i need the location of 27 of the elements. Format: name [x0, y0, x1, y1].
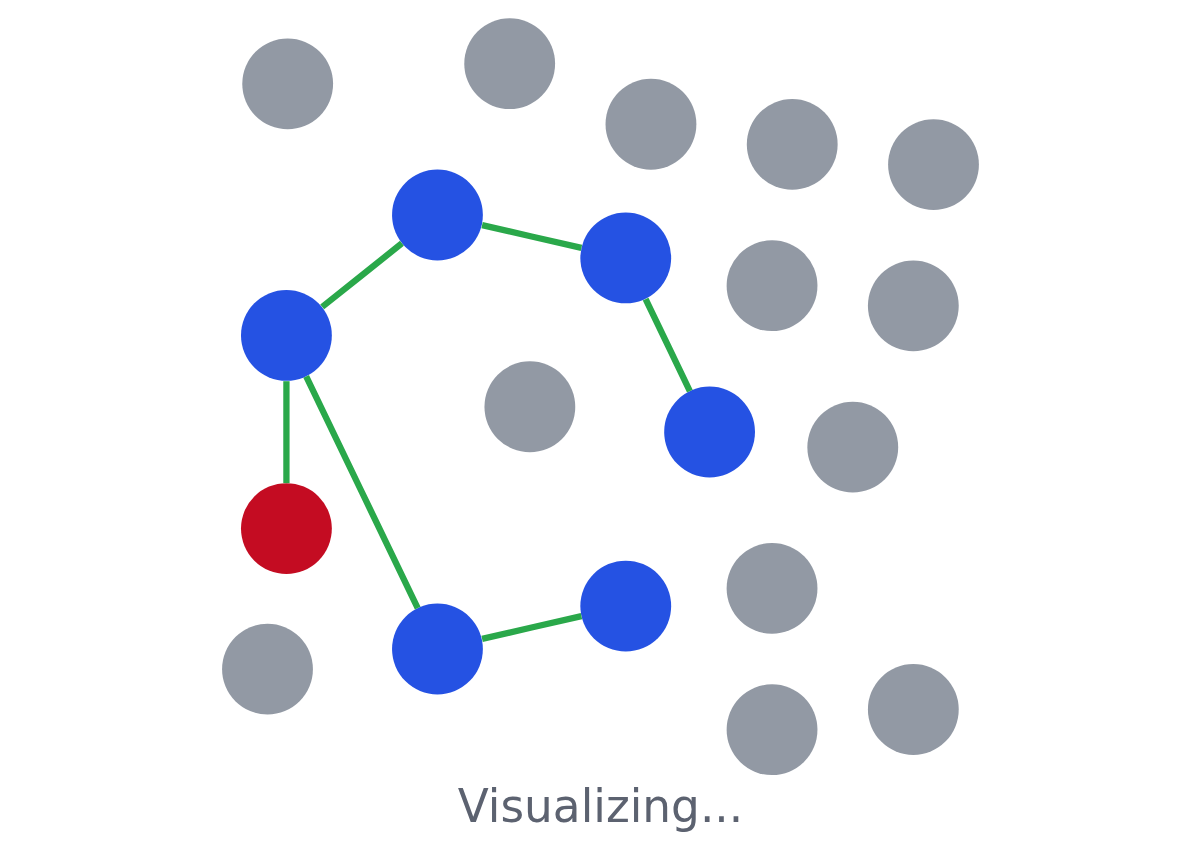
node-circle [726, 543, 817, 634]
connector [480, 222, 582, 251]
node-circle [806, 401, 898, 493]
connector [319, 240, 404, 310]
node-circle [887, 119, 979, 210]
node-circle [240, 483, 332, 574]
node-circle [746, 99, 838, 190]
node-circle [463, 18, 555, 110]
node-circle [726, 684, 817, 776]
connector [480, 613, 582, 642]
node-circle [726, 240, 817, 332]
connector [282, 381, 290, 484]
node-circle [579, 212, 671, 304]
connector [642, 297, 693, 393]
node-circle [391, 169, 483, 261]
node-circle [867, 664, 959, 755]
connector [302, 375, 421, 610]
caption: Visualizing... [457, 779, 743, 833]
node-circle [663, 386, 755, 478]
node-circle [221, 623, 313, 715]
node-circle [867, 260, 959, 352]
node-circle [483, 361, 575, 453]
node-circle [605, 78, 696, 170]
node-circle [241, 38, 333, 130]
node-circle [240, 290, 332, 381]
node-circle [391, 603, 483, 695]
node-circle [579, 560, 671, 652]
